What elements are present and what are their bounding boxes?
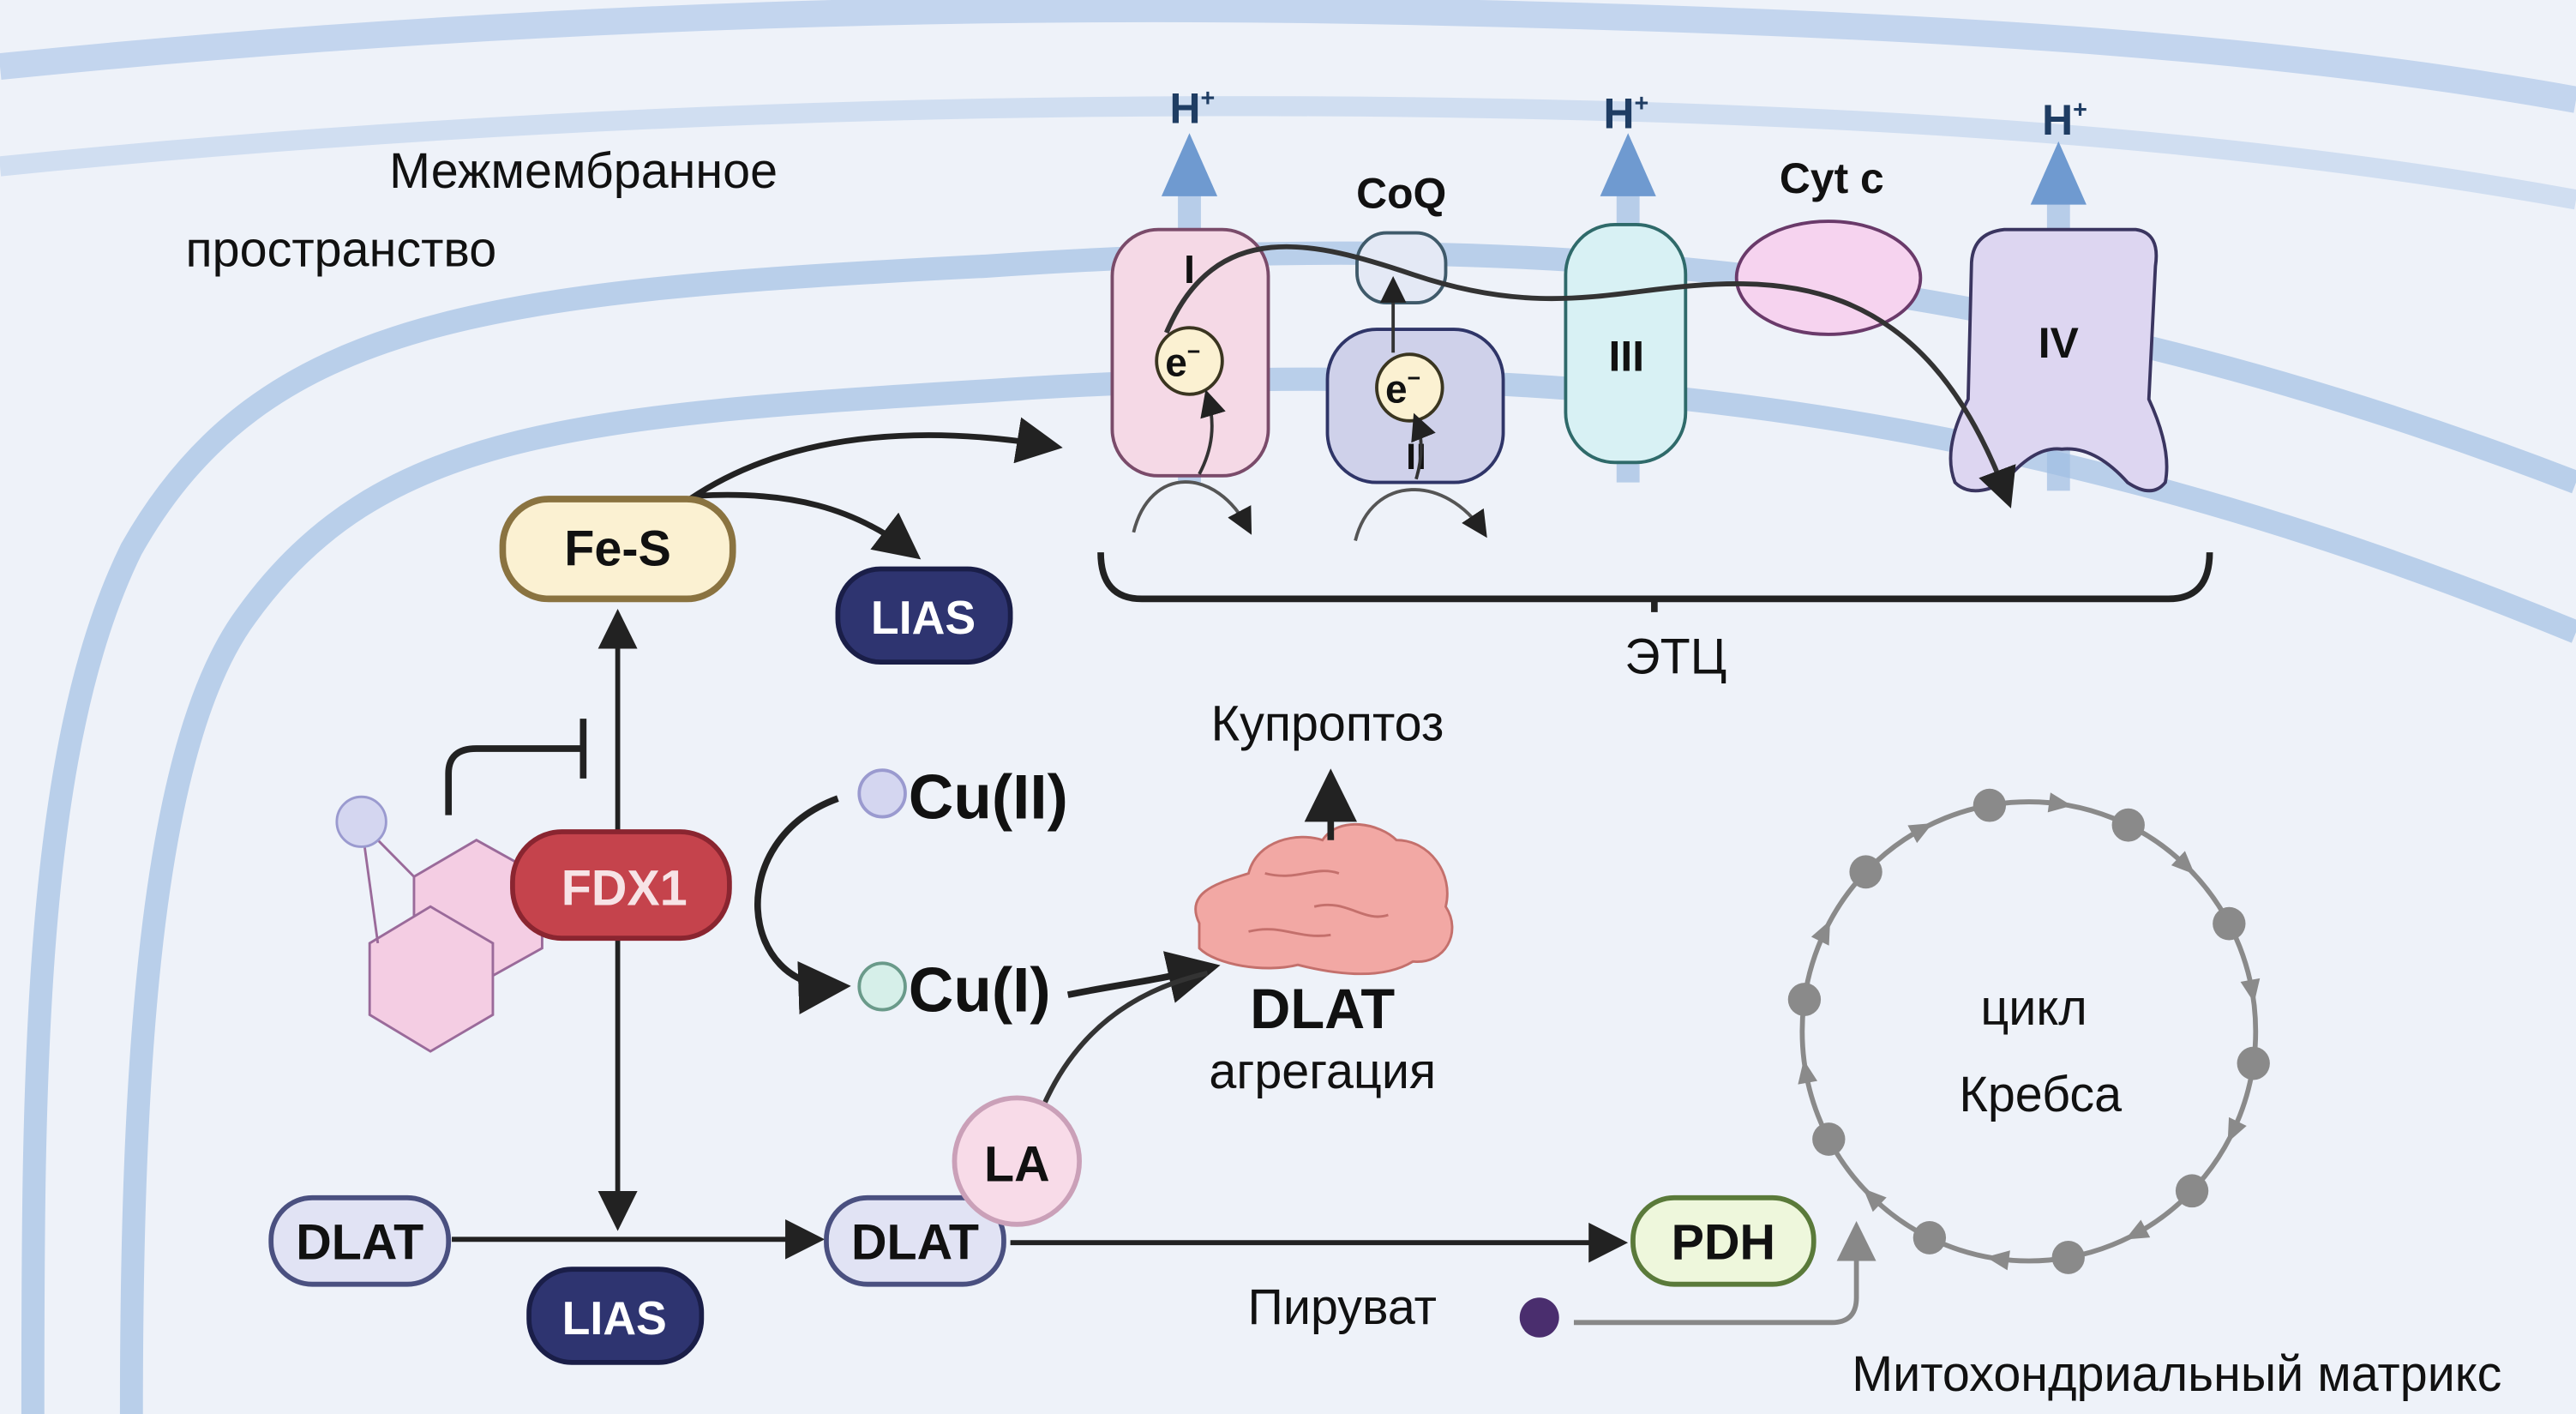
fe-s-node bbox=[499, 496, 736, 603]
krebs-arrowhead bbox=[2125, 1219, 2151, 1240]
krebs-intermediate-dot bbox=[1812, 1122, 1846, 1156]
la-node bbox=[952, 1095, 1082, 1227]
cu-reduction-arrow bbox=[754, 795, 851, 1014]
pdh-node bbox=[1630, 1194, 1816, 1287]
krebs-label-1: цикл bbox=[1980, 981, 2087, 1036]
complex-3 bbox=[1564, 222, 1688, 465]
krebs-intermediate-dot bbox=[1787, 983, 1822, 1016]
cyt-c bbox=[1734, 220, 1923, 336]
aggregation-label: агрегация bbox=[1209, 1044, 1436, 1098]
coq-label: CoQ bbox=[1356, 169, 1446, 217]
cu1-ion bbox=[857, 961, 907, 1012]
matrix-label: Митохондриальный матрикс bbox=[1852, 1347, 2501, 1402]
fdx1-label: FDX1 bbox=[561, 861, 688, 916]
complex-2-label: II bbox=[1406, 436, 1426, 477]
dlat-label-left: DLAT bbox=[296, 1215, 423, 1270]
dlat-aggregate-label: DLAT bbox=[1250, 978, 1395, 1040]
svg-text:e−: e− bbox=[1385, 365, 1420, 412]
fdx1-node bbox=[510, 829, 732, 942]
svg-text:e−: e− bbox=[1165, 339, 1200, 385]
electron-2: e− bbox=[1375, 352, 1444, 423]
fe-s-to-etc-arrow bbox=[688, 417, 1063, 502]
cu1-label: Cu(I) bbox=[909, 954, 1051, 1025]
fe-s-to-lias-arrow bbox=[698, 491, 922, 560]
h-plus-label-3: H+ bbox=[1603, 89, 1648, 137]
krebs-arrowhead bbox=[2171, 851, 2195, 875]
pdh-label: PDH bbox=[1672, 1215, 1775, 1270]
krebs-arrowhead bbox=[1985, 1250, 2010, 1271]
lias-label-bottom: LIAS bbox=[562, 1293, 667, 1345]
krebs-intermediate-dot bbox=[2051, 1241, 2085, 1274]
electron-flow-arrows bbox=[1132, 244, 2016, 541]
intermembrane-label-1: Межмембранное bbox=[389, 144, 778, 199]
dlat-node-middle bbox=[824, 1194, 1006, 1287]
krebs-arrowhead bbox=[2047, 792, 2072, 813]
intermembrane-label-2: пространство bbox=[186, 222, 497, 277]
krebs-intermediate-dot bbox=[1973, 788, 2007, 822]
pyruvate-to-krebs-arrow bbox=[1573, 1220, 1876, 1326]
pyruvate-label: Пируват bbox=[1248, 1280, 1437, 1335]
cu1-to-aggregation-arrow bbox=[1066, 951, 1221, 1003]
cuproptosis-label: Купроптоз bbox=[1211, 696, 1444, 751]
outer-membrane bbox=[0, 0, 2576, 210]
krebs-cycle bbox=[1787, 788, 2270, 1274]
inhibition-line bbox=[445, 719, 587, 815]
electron-1: e− bbox=[1155, 326, 1224, 396]
complex-3-label: III bbox=[1609, 332, 1645, 380]
coq-box bbox=[1355, 231, 1448, 305]
h-plus-label-4: H+ bbox=[2042, 96, 2087, 144]
etc-label: ЭТЦ bbox=[1624, 629, 1726, 684]
krebs-intermediate-dot bbox=[2175, 1174, 2209, 1208]
krebs-intermediate-dot bbox=[1912, 1221, 1947, 1255]
krebs-arrowhead bbox=[1798, 1059, 1818, 1085]
krebs-arrowhead bbox=[1810, 920, 1830, 946]
krebs-intermediate-dot bbox=[1849, 855, 1882, 889]
lias-node-top bbox=[835, 566, 1013, 665]
lias-label-top: LIAS bbox=[871, 593, 976, 644]
krebs-arrowhead bbox=[2227, 1116, 2247, 1143]
dlat-label-middle: DLAT bbox=[851, 1215, 979, 1270]
complex-4 bbox=[1949, 227, 2169, 493]
lias-node-bottom bbox=[526, 1267, 705, 1365]
krebs-intermediate-dot bbox=[2213, 906, 2246, 941]
dlat-node-left bbox=[268, 1194, 452, 1287]
etc-brace bbox=[1097, 552, 2213, 612]
complex-4-label: IV bbox=[2039, 319, 2080, 367]
pyruvate-dot bbox=[1519, 1297, 1559, 1338]
cu2-label: Cu(II) bbox=[909, 761, 1068, 832]
krebs-intermediate-dot bbox=[2237, 1046, 2270, 1080]
krebs-arrowhead bbox=[2240, 978, 2261, 1003]
krebs-arrowhead bbox=[1863, 1188, 1887, 1212]
fe-s-label: Fe-S bbox=[564, 521, 671, 576]
la-label: LA bbox=[984, 1137, 1050, 1192]
krebs-label-2: Кребса bbox=[1959, 1068, 2123, 1122]
cyt-c-label: Cyt c bbox=[1780, 154, 1884, 202]
krebs-intermediate-dot bbox=[2111, 808, 2145, 842]
cu2-ion bbox=[857, 768, 907, 819]
h-plus-label-1: H+ bbox=[1170, 84, 1216, 132]
complex-1-label: I bbox=[1184, 247, 1195, 292]
dlat-aggregate-icon bbox=[1194, 822, 1454, 976]
krebs-arrowhead bbox=[1907, 823, 1933, 844]
la-to-aggregation-arrow bbox=[1041, 971, 1209, 1108]
